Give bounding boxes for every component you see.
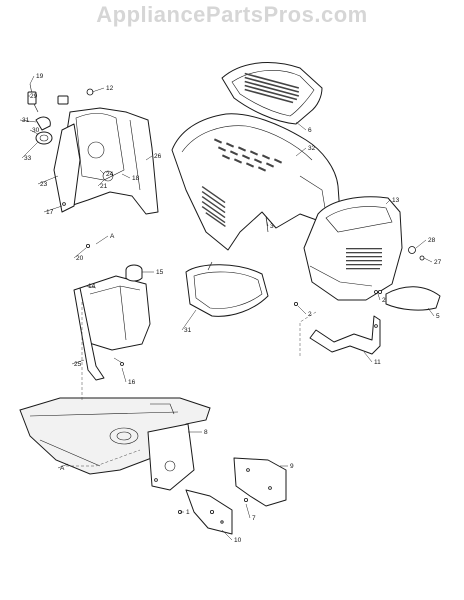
callout-leader	[43, 205, 63, 213]
callout-label: 31	[22, 117, 30, 124]
callout-label: 13	[392, 197, 400, 204]
hood-main	[171, 113, 341, 251]
callout-label: 14	[88, 283, 96, 290]
callout-leader	[91, 87, 105, 93]
callout-leader	[29, 129, 39, 135]
hardware-cluster	[27, 83, 94, 206]
callout-label: 5	[436, 313, 440, 320]
callout-label: A	[110, 233, 115, 240]
callout-leader	[57, 463, 69, 469]
callout-leader	[295, 147, 307, 157]
watermark: AppliancePartsPros.com	[96, 2, 368, 27]
callout-leader	[73, 247, 87, 259]
callout-leader	[295, 121, 307, 131]
callout-label: 6	[308, 127, 312, 134]
callout-label: 21	[100, 183, 108, 190]
callout-labels: 191229313033231720A242118266323132827151…	[19, 73, 442, 544]
callout-leader	[71, 359, 85, 365]
callout-label: 28	[428, 237, 436, 244]
callout-label: 16	[128, 379, 136, 386]
callout-label: 19	[36, 73, 44, 80]
callout-label: 15	[156, 269, 164, 276]
callout-label: 33	[24, 155, 32, 162]
frame-bracket-right	[147, 423, 195, 491]
callout-label: 26	[154, 153, 162, 160]
callout-leader	[97, 179, 105, 187]
callout-label: 25	[74, 361, 82, 368]
callout-label: 12	[106, 85, 114, 92]
support-bracket-9	[233, 457, 287, 507]
callout-leader	[363, 351, 373, 363]
callout-leader	[99, 169, 105, 175]
callout-label: 30	[32, 127, 40, 134]
hood-top-cap	[221, 62, 323, 125]
callout-label: 24	[106, 171, 114, 178]
fuel-tank	[79, 264, 151, 351]
callout-label: 23	[40, 181, 48, 188]
callout-label: 9	[290, 463, 294, 470]
callout-leader	[423, 257, 433, 263]
callout-leader	[427, 307, 435, 317]
callout-label: 8	[204, 429, 208, 436]
callout-label: 32	[308, 145, 316, 152]
callout-label: 2	[308, 311, 312, 318]
callout-label: 7	[252, 515, 256, 522]
callout-leader	[21, 141, 39, 159]
callout-leader	[221, 529, 233, 541]
callout-label: 10	[234, 537, 242, 544]
callout-leader	[121, 173, 131, 179]
callout-leader	[19, 119, 37, 123]
callout-leader	[265, 217, 269, 227]
hood-liner	[185, 261, 269, 317]
callout-label: 20	[76, 255, 84, 262]
dash-panel	[59, 107, 159, 215]
callout-label: 18	[132, 175, 140, 182]
headlight-lens	[385, 286, 441, 311]
callout-leader	[415, 239, 427, 249]
callout-leader	[95, 235, 109, 245]
callout-leader	[121, 367, 127, 383]
callout-label: 11	[374, 359, 381, 366]
callout-leader	[377, 293, 381, 301]
side-panel	[53, 123, 81, 213]
callout-label: 29	[30, 93, 38, 100]
callout-leader	[181, 309, 197, 331]
callout-leader	[297, 305, 307, 315]
callout-leader	[245, 503, 251, 519]
front-grille	[303, 196, 403, 301]
callout-label: 1	[186, 509, 190, 516]
tank-bracket	[73, 287, 125, 381]
callout-label: 27	[434, 259, 442, 266]
support-bracket-10	[177, 489, 248, 535]
tractor-frame	[19, 300, 211, 475]
callout-label: 17	[46, 209, 54, 216]
callout-leader	[145, 155, 153, 161]
callout-label: 31	[184, 327, 192, 334]
callout-label: 2	[382, 297, 386, 304]
grille-bracket	[299, 311, 381, 356]
callout-label: A	[60, 465, 65, 472]
callout-leader	[37, 175, 59, 185]
callout-leader	[385, 199, 391, 205]
callout-leader	[85, 285, 97, 289]
callout-leader	[29, 75, 35, 85]
callout-label: 3	[270, 223, 274, 230]
